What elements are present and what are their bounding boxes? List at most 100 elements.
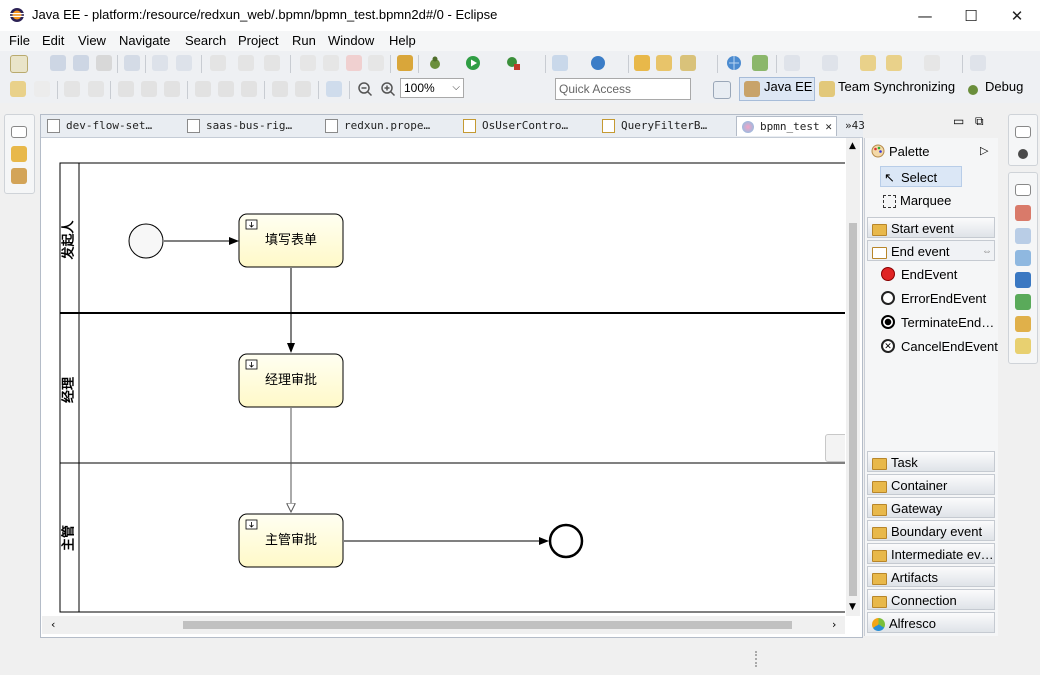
end-event[interactable] (548, 523, 584, 559)
align-top-icon[interactable] (195, 81, 211, 97)
drawer-gateway[interactable]: Gateway (867, 497, 995, 518)
lane-label-initiator[interactable]: 发起人 (61, 220, 77, 261)
suspend-icon[interactable] (323, 55, 339, 71)
save-all-icon[interactable] (73, 55, 89, 71)
match-width-icon[interactable] (272, 81, 288, 97)
redo-disabled-icon[interactable] (238, 55, 254, 71)
palette-cancel-end-event[interactable]: ✕ CancelEndEvent (867, 336, 998, 357)
outline-icon[interactable] (11, 168, 27, 184)
maximize-button[interactable]: ☐ (964, 6, 978, 25)
tab-saas-bus-rig[interactable]: saas-bus-rig… (187, 116, 292, 136)
task-supervisor-approval[interactable]: 主管审批 (238, 513, 344, 568)
lane-label-supervisor[interactable]: 主管 (61, 525, 77, 551)
palette-tool-select[interactable]: ↖ Select (880, 166, 962, 187)
align-left-icon[interactable] (118, 81, 134, 97)
restore-icon[interactable] (11, 126, 27, 138)
horizontal-scrollbar[interactable]: ‹ › (42, 616, 845, 634)
globe-icon[interactable] (726, 55, 742, 71)
scroll-up-icon[interactable]: ▲ (849, 141, 856, 151)
tabs-overflow[interactable]: »43 (845, 119, 865, 132)
tab-dev-flow-set[interactable]: dev-flow-set… (47, 116, 152, 136)
palette-header[interactable]: Palette ▷ (867, 141, 995, 162)
open-type-icon[interactable] (634, 55, 650, 71)
drawer-alfresco[interactable]: Alfresco (867, 612, 995, 633)
properties-icon[interactable] (1015, 228, 1031, 244)
external-tools-icon[interactable] (505, 55, 521, 71)
horizontal-scroll-thumb[interactable] (183, 621, 792, 629)
start-event[interactable] (128, 223, 164, 259)
new-java-class-icon[interactable] (590, 55, 606, 71)
drawer-artifacts[interactable]: Artifacts (867, 566, 995, 587)
perspective-debug[interactable]: Debug (985, 79, 1024, 94)
pool[interactable] (59, 162, 845, 613)
lane-label-manager[interactable]: 经理 (61, 377, 77, 403)
align-middle-icon[interactable] (218, 81, 234, 97)
scroll-left-icon[interactable]: ‹ (51, 618, 56, 631)
step-icon[interactable] (264, 55, 280, 71)
open-folder-icon[interactable] (656, 55, 672, 71)
tab-bpmn-test[interactable]: bpmn_test✕ (736, 116, 837, 136)
tab-redxun-prope[interactable]: redxun.prope… (325, 116, 430, 136)
task-fill-form[interactable]: 填写表单 (238, 213, 344, 268)
match-height-icon[interactable] (295, 81, 311, 97)
pencil-icon[interactable] (680, 55, 696, 71)
save-icon[interactable] (50, 55, 66, 71)
format-icon[interactable] (152, 55, 168, 71)
diagram-canvas[interactable]: 发起人 经理 主管 填写表单 经理审批 主管审批 (42, 138, 845, 614)
menu-navigate[interactable]: Navigate (119, 33, 171, 48)
align-right-icon[interactable] (164, 81, 180, 97)
drawer-start-event[interactable]: Start event (867, 217, 995, 238)
skip-breakpoints-icon[interactable] (124, 55, 140, 71)
back-icon[interactable] (886, 55, 902, 71)
align-center-icon[interactable] (141, 81, 157, 97)
vertical-scrollbar[interactable]: ▲ ▼ (846, 138, 860, 616)
menu-view[interactable]: View (78, 33, 106, 48)
last-edit-icon[interactable] (860, 55, 876, 71)
copy-icon[interactable] (64, 81, 80, 97)
menu-run[interactable]: Run (292, 33, 316, 48)
minimize-editor-icon[interactable]: ▭ (953, 114, 965, 128)
drawer-boundary-event[interactable]: Boundary event (867, 520, 995, 541)
palette-error-end-event[interactable]: ErrorEndEvent (867, 288, 995, 309)
tasks-icon[interactable] (1015, 338, 1031, 354)
scroll-right-icon[interactable]: › (832, 618, 837, 631)
drawer-end-event[interactable]: End event⇔ (867, 240, 995, 261)
open-perspective-icon[interactable] (713, 81, 731, 99)
drawer-intermediate-event[interactable]: Intermediate ev… (867, 543, 995, 564)
close-button[interactable]: ✕ (1010, 6, 1024, 25)
export-icon[interactable] (326, 81, 342, 97)
vertical-scroll-thumb[interactable] (849, 223, 857, 596)
pin-icon[interactable]: ⇔ (982, 246, 992, 257)
disconnect-icon[interactable] (368, 55, 384, 71)
maximize-editor-icon[interactable]: ⧉ (975, 114, 984, 128)
pin-editor-icon[interactable] (970, 55, 986, 71)
task-manager-approval[interactable]: 经理审批 (238, 353, 344, 408)
drawer-container[interactable]: Container (867, 474, 995, 495)
organize-icon[interactable] (176, 55, 192, 71)
menu-help[interactable]: Help (389, 33, 416, 48)
terminate-icon[interactable] (346, 55, 362, 71)
paste-icon[interactable] (88, 81, 104, 97)
forward-icon[interactable] (924, 55, 940, 71)
servers-icon[interactable] (1015, 250, 1031, 266)
drawer-connection[interactable]: Connection (867, 589, 995, 610)
palette-tool-marquee[interactable]: Marquee (880, 190, 1008, 211)
undo-icon[interactable] (10, 81, 26, 97)
undo-disabled-icon[interactable] (210, 55, 226, 71)
quick-access-input[interactable]: Quick Access (555, 78, 691, 100)
tab-osusercontro[interactable]: OsUserContro… (463, 116, 568, 136)
next-annotation-icon[interactable] (784, 55, 800, 71)
palette-collapse-icon[interactable]: ▷ (980, 145, 989, 157)
trash-icon[interactable] (825, 434, 845, 462)
scroll-down-icon[interactable]: ▼ (849, 602, 856, 612)
minimize-button[interactable]: — (917, 6, 933, 25)
zoom-combo[interactable]: 100%⌵ (400, 78, 464, 98)
run-icon[interactable] (465, 55, 481, 71)
project-explorer-icon[interactable] (11, 146, 27, 162)
menu-window[interactable]: Window (328, 33, 375, 48)
lock-icon[interactable] (397, 55, 413, 71)
data-source-icon[interactable] (1015, 294, 1031, 310)
tab-queryfilterb[interactable]: QueryFilterB… (602, 116, 707, 136)
perspective-team-sync[interactable]: Team Synchronizing (838, 79, 956, 94)
console-icon[interactable] (1015, 272, 1031, 288)
